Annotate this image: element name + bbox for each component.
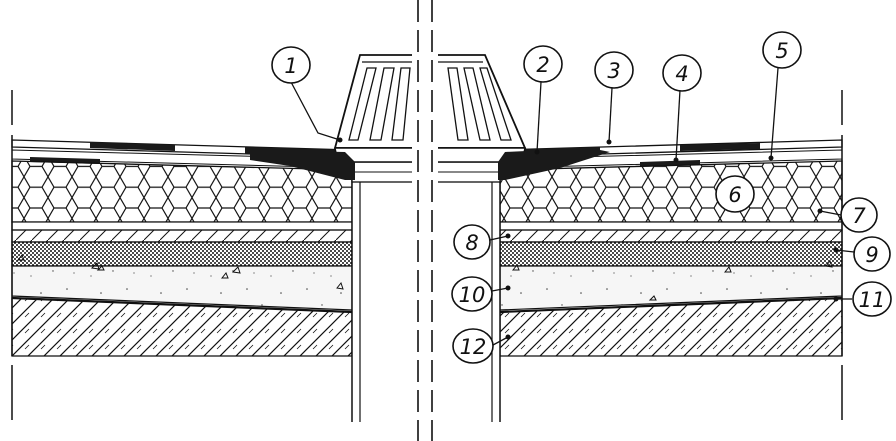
callouts: 1 2 3 4 5 6 7 8 <box>271 31 892 364</box>
left-insulation <box>11 160 353 223</box>
callout-4-label: 4 <box>675 62 688 86</box>
callout-9: 9 <box>853 236 891 272</box>
leader-12 <box>492 336 509 346</box>
callout-2-label: 2 <box>536 53 549 77</box>
callout-5: 5 <box>762 31 802 69</box>
leader-5 <box>770 67 779 159</box>
callout-3: 3 <box>594 51 634 89</box>
leader-4 <box>675 89 681 161</box>
leader-2 <box>536 81 542 153</box>
right-roof-layers <box>499 139 843 357</box>
leader-dots <box>337 137 839 340</box>
callout-8-label: 8 <box>465 231 478 255</box>
callout-12-label: 12 <box>460 335 487 359</box>
callout-12: 12 <box>452 328 494 364</box>
left-roof-layers <box>11 139 353 357</box>
callout-10-label: 10 <box>459 283 486 307</box>
callout-4: 4 <box>662 54 702 92</box>
right-dotted-layer <box>499 241 843 267</box>
left-flashing-dark <box>250 150 355 180</box>
callout-1: 1 <box>271 46 311 84</box>
grate-slots <box>348 67 512 141</box>
leader-1 <box>290 81 341 141</box>
callout-2: 2 <box>523 45 563 83</box>
callout-7-label: 7 <box>852 204 866 228</box>
right-membrane-dark-2 <box>680 143 760 151</box>
leader-7 <box>819 210 842 216</box>
left-dotted-layer <box>11 241 353 267</box>
section-break <box>412 0 438 441</box>
callout-1-label: 1 <box>284 54 297 78</box>
callout-9-label: 9 <box>865 243 878 267</box>
left-hatched-slab <box>11 229 353 243</box>
edge-lines <box>11 90 843 420</box>
callout-11: 11 <box>852 281 892 317</box>
right-hatched-slab <box>499 229 843 243</box>
leader-10 <box>491 287 509 292</box>
leader-9 <box>835 249 855 253</box>
callout-11-label: 11 <box>859 288 886 312</box>
right-aggregate <box>511 259 833 301</box>
left-membrane-dark-1 <box>90 142 175 151</box>
callout-7: 7 <box>840 197 878 233</box>
callout-6: 6 <box>715 175 755 213</box>
callout-10: 10 <box>451 276 493 312</box>
right-insulation <box>499 160 843 223</box>
leader-3 <box>608 87 613 143</box>
left-vapour-barrier <box>11 221 353 231</box>
right-flashing-dark <box>498 148 610 180</box>
right-vapour-barrier <box>499 221 843 231</box>
callout-3-label: 3 <box>607 59 620 83</box>
leader-lines <box>290 67 855 346</box>
left-aggregate <box>16 254 344 290</box>
callout-8: 8 <box>453 224 491 260</box>
callout-6-label: 6 <box>728 183 741 207</box>
callout-5-label: 5 <box>775 39 788 63</box>
leader-8 <box>489 235 509 241</box>
